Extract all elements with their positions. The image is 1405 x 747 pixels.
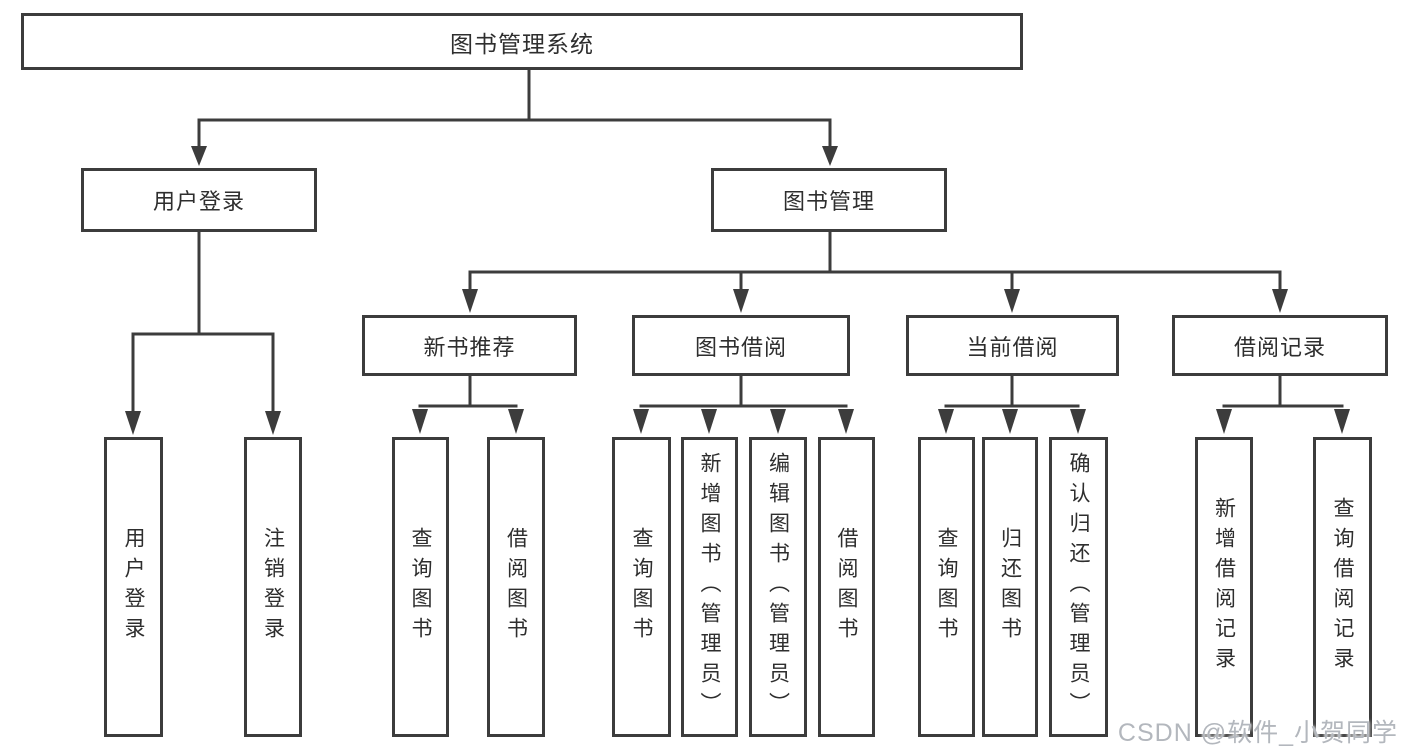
leaf-confirm-return-admin: 确认归还（管理员） — [1049, 437, 1108, 737]
leaf-add-books-admin: 新增图书（管理员） — [681, 437, 738, 737]
leaf-add-borrow-record: 新增借阅记录 — [1195, 437, 1253, 737]
node-borrowing-records: 借阅记录 — [1172, 315, 1388, 376]
leaf-logout: 注销登录 — [244, 437, 302, 737]
node-library-management-system: 图书管理系统 — [21, 13, 1023, 70]
leaf-edit-books-admin: 编辑图书（管理员） — [749, 437, 807, 737]
node-new-book-recommendation: 新书推荐 — [362, 315, 577, 376]
leaf-search-borrow-record: 查询借阅记录 — [1313, 437, 1372, 737]
csdn-watermark: CSDN @软件_小贺同学 — [1117, 719, 1398, 747]
leaf-search-books-borrowing: 查询图书 — [612, 437, 671, 737]
leaf-search-books-current: 查询图书 — [918, 437, 975, 737]
leaf-search-books-recommend: 查询图书 — [392, 437, 449, 737]
node-current-borrowing: 当前借阅 — [906, 315, 1119, 376]
leaf-borrow-books: 借阅图书 — [818, 437, 875, 737]
node-book-management: 图书管理 — [711, 168, 947, 232]
node-user-login: 用户登录 — [81, 168, 317, 232]
node-book-borrowing: 图书借阅 — [632, 315, 850, 376]
leaf-user-login: 用户登录 — [104, 437, 163, 737]
leaf-return-books: 归还图书 — [982, 437, 1038, 737]
leaf-borrow-books-recommend: 借阅图书 — [487, 437, 545, 737]
